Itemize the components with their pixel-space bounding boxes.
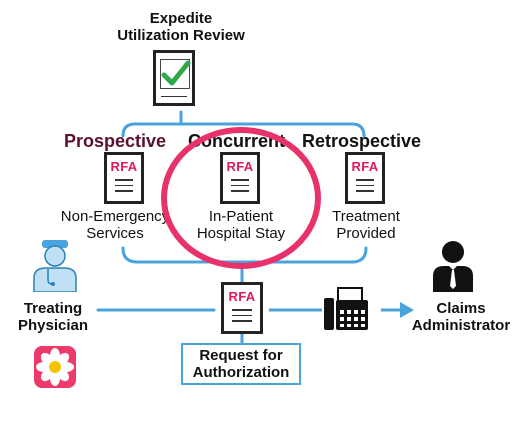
rfa-document-concurrent: RFA [220,152,260,204]
rfa-document-retrospective: RFA [345,152,385,204]
rfa-label: RFA [226,159,254,174]
request-for-authorization-box: Request for Authorization [181,343,301,385]
request-line-2: Authorization [192,364,290,382]
retrospective-caption: Treatment Provided [332,208,400,243]
checked-document [153,50,195,106]
title-line-2: Utilization Review [117,27,245,45]
title-line-1: Expedite [149,10,213,27]
concurrent-heading: Concurrent [188,131,286,151]
rfa-document-center: RFA [221,282,263,334]
rfa-label: RFA [228,289,256,304]
expedite-title: Expedite Utilization Review [108,10,254,45]
concurrent-caption: In-Patient Hospital Stay [196,208,286,243]
physician-icon [33,240,77,292]
check-icon [161,60,191,86]
administrator-icon [433,241,473,292]
rfa-label: RFA [110,159,138,174]
treating-physician-label: Treating Physician [17,300,89,335]
arrow-right-icon [381,302,414,318]
rfa-document-prospective: RFA [104,152,144,204]
claims-administrator-label: Claims Administrator [411,300,511,335]
rfa-label: RFA [351,159,379,174]
flower-icon [34,346,76,388]
fax-icon [324,287,368,330]
request-line-1: Request for [199,347,283,364]
prospective-heading: Prospective [64,131,167,151]
retrospective-heading: Retrospective [302,131,422,151]
prospective-caption: Non-Emergency Services [60,208,170,243]
